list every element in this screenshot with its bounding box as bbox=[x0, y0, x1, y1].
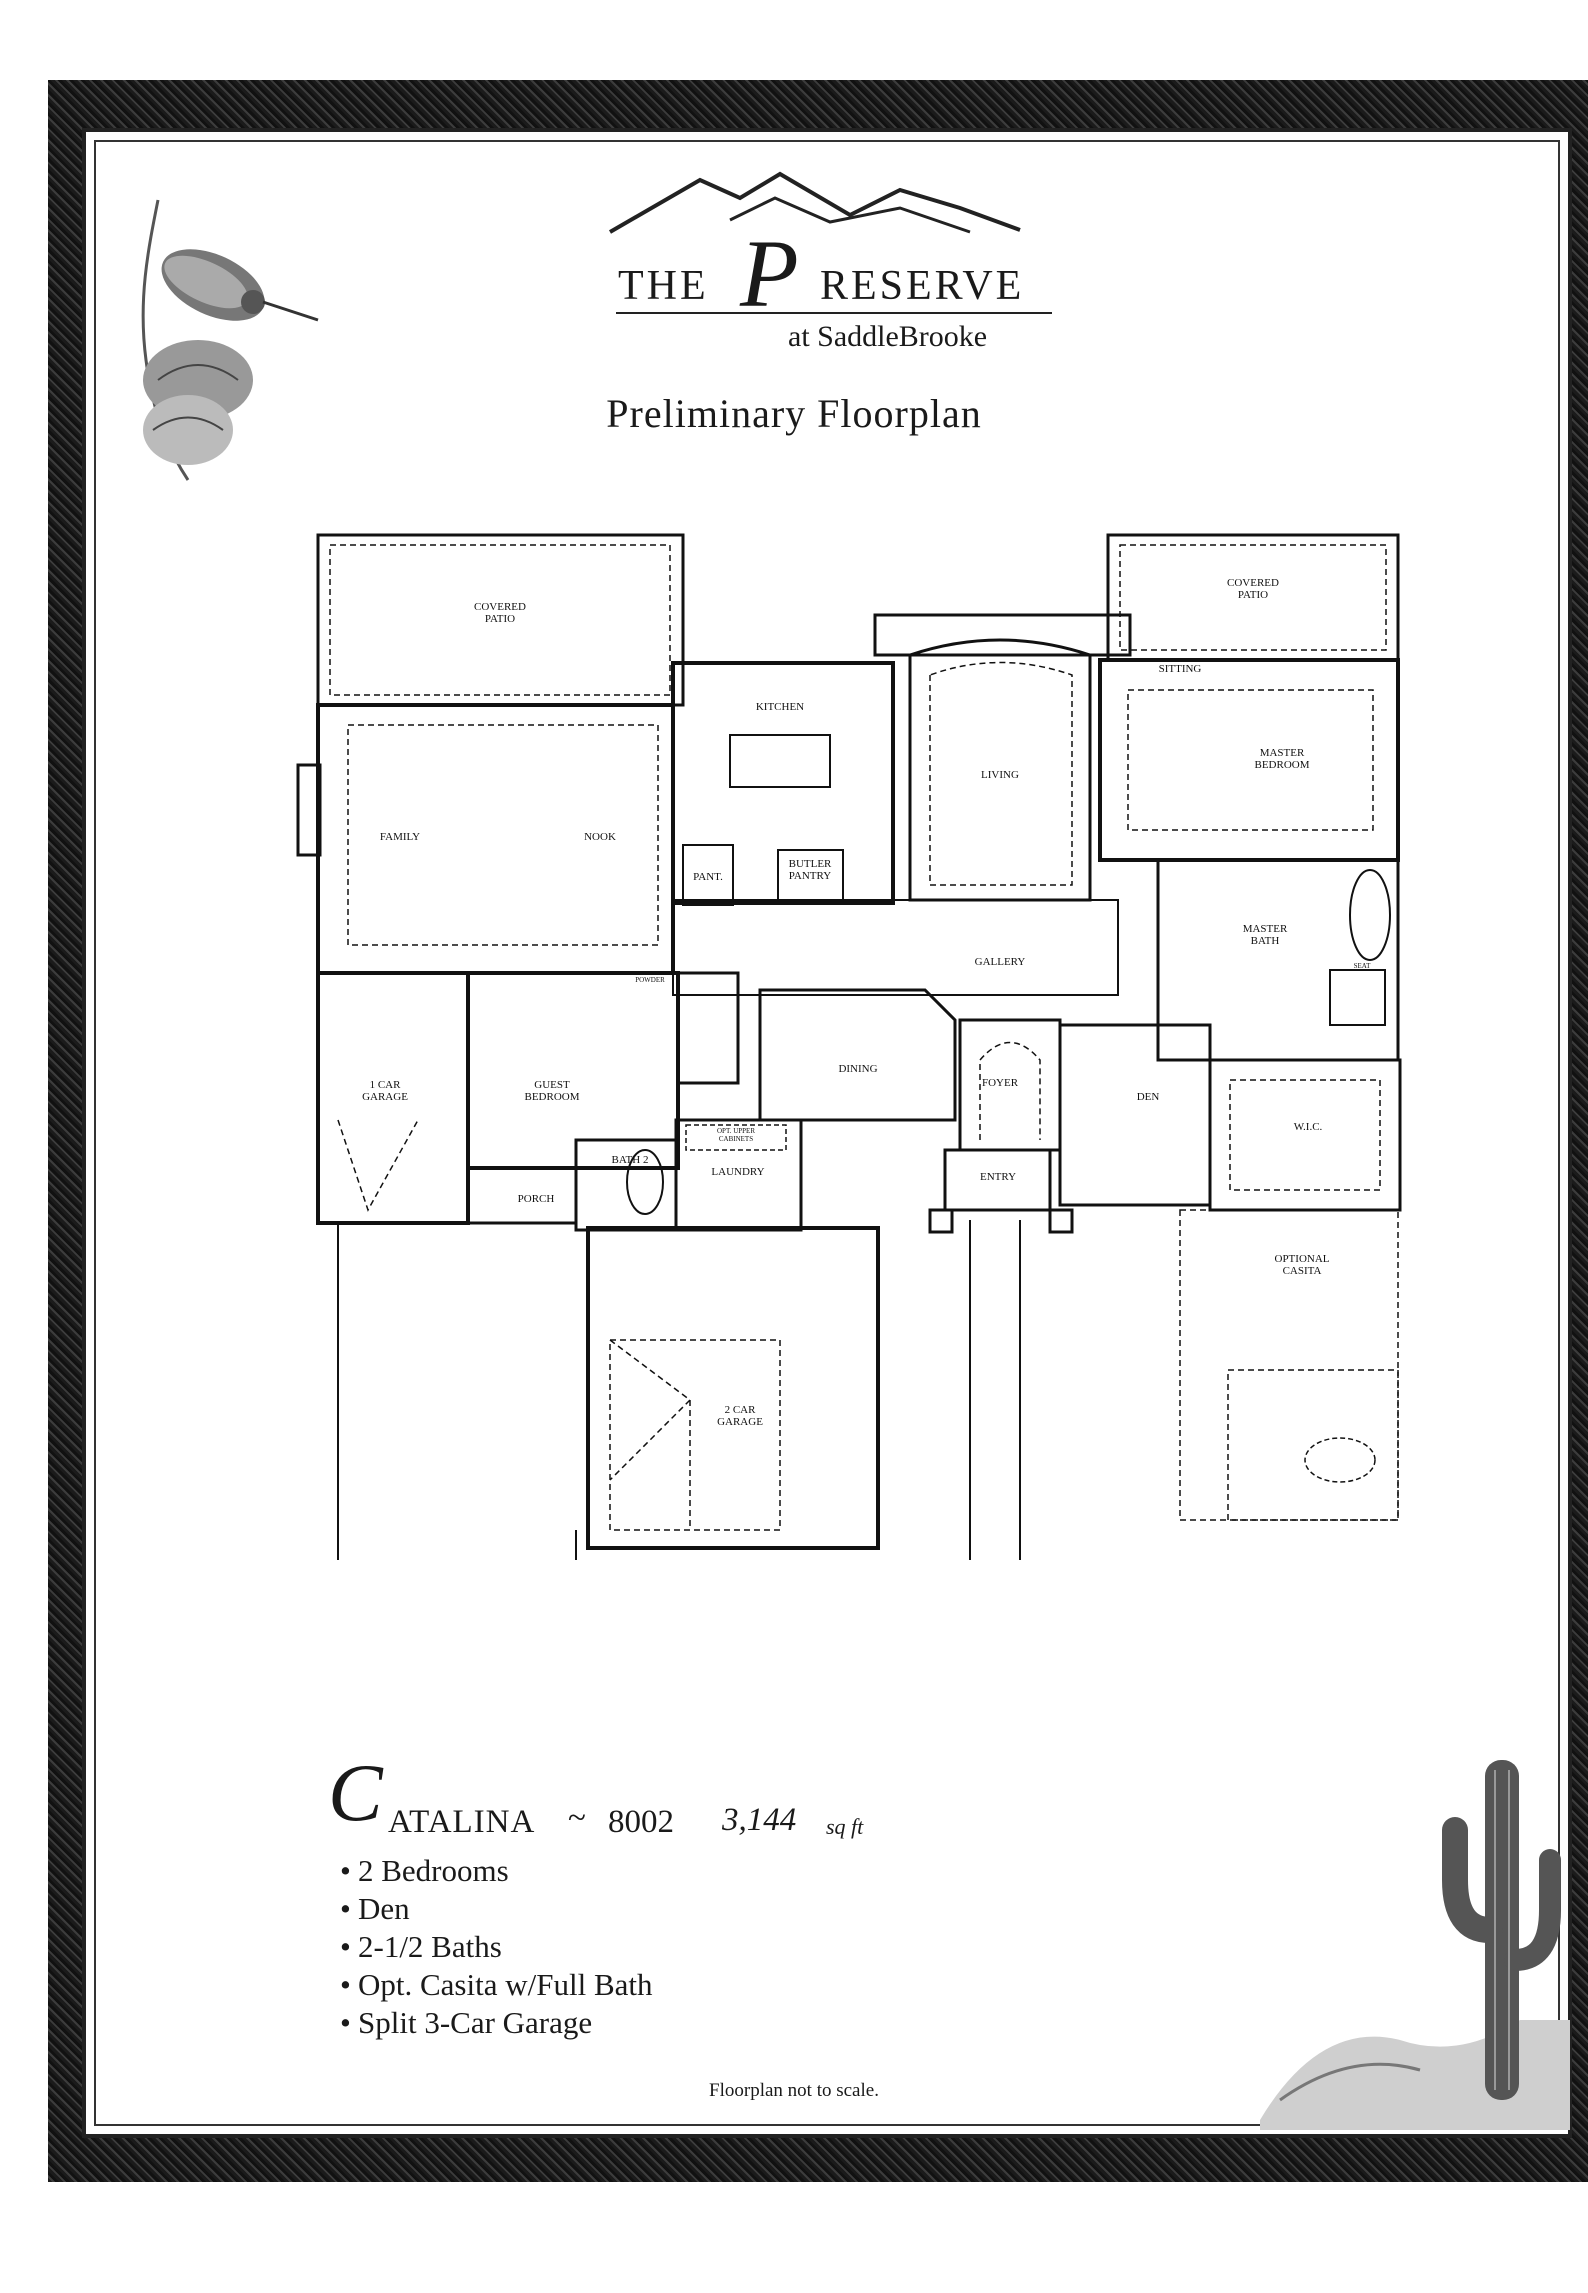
label-living: LIVING bbox=[981, 769, 1019, 781]
label-2-car-garage-1: 2 CAR bbox=[725, 1404, 757, 1416]
label-pant: PANT. bbox=[693, 871, 723, 883]
logo-the: THE bbox=[618, 263, 709, 309]
logo-underline bbox=[616, 312, 1052, 314]
label-master-bedroom-2: BEDROOM bbox=[1254, 759, 1309, 771]
label-foyer: FOYER bbox=[982, 1077, 1019, 1089]
feature-item: •Opt. Casita w/Full Bath bbox=[340, 1967, 653, 2002]
label-porch: PORCH bbox=[518, 1193, 555, 1205]
label-2-car-garage-2: GARAGE bbox=[717, 1416, 763, 1428]
bird-illustration bbox=[141, 199, 319, 481]
label-guest-bedroom-2: BEDROOM bbox=[524, 1091, 579, 1103]
label-optional-casita-1: OPTIONAL bbox=[1275, 1253, 1330, 1265]
inner-frame-line bbox=[94, 140, 1560, 2126]
label-master-bath-1: MASTER bbox=[1243, 923, 1288, 935]
label-covered-patio-right-1: COVERED bbox=[1227, 577, 1279, 589]
model-initial: C bbox=[328, 1747, 383, 1838]
label-guest-bedroom-1: GUEST bbox=[534, 1079, 570, 1091]
mountain-logo-icon bbox=[608, 171, 1021, 234]
page-title: Preliminary Floorplan bbox=[606, 391, 982, 436]
label-opt-upper-cabinets-1: OPT. UPPER bbox=[717, 1127, 755, 1135]
label-covered-patio-left-1: COVERED bbox=[474, 601, 526, 613]
feature-item: •2-1/2 Baths bbox=[340, 1929, 502, 1964]
label-entry: ENTRY bbox=[980, 1171, 1016, 1183]
floorplan-drawing: COVERED PATIO COVERED PATIO KITCHEN LIVI… bbox=[296, 533, 1402, 1560]
page-panel bbox=[82, 128, 1572, 2138]
feature-list: •2 Bedrooms •Den •2-1/2 Baths •Opt. Casi… bbox=[340, 1852, 653, 2042]
model-separator: ~ bbox=[568, 1800, 586, 1836]
label-laundry: LAUNDRY bbox=[711, 1166, 764, 1178]
label-covered-patio-left-2: PATIO bbox=[485, 613, 515, 625]
model-area-unit: sq ft bbox=[826, 1814, 864, 1839]
feature-item: •Den bbox=[340, 1891, 410, 1926]
feature-item: •2 Bedrooms bbox=[340, 1853, 509, 1888]
label-den: DEN bbox=[1137, 1091, 1160, 1103]
label-seat: SEAT bbox=[1354, 962, 1371, 970]
label-bath-2: BATH 2 bbox=[612, 1154, 649, 1166]
label-1-car-garage-1: 1 CAR bbox=[370, 1079, 402, 1091]
label-master-bedroom-1: MASTER bbox=[1260, 747, 1305, 759]
logo-script-p: P bbox=[740, 220, 799, 327]
label-1-car-garage-2: GARAGE bbox=[362, 1091, 408, 1103]
logo-reserve: RESERVE bbox=[820, 263, 1025, 309]
label-wic: W.I.C. bbox=[1294, 1121, 1323, 1133]
label-covered-patio-right-2: PATIO bbox=[1238, 589, 1268, 601]
logo-subtitle: at SaddleBrooke bbox=[788, 320, 988, 353]
model-area: 3,144 bbox=[722, 1802, 797, 1838]
label-butler-pantry-2: PANTRY bbox=[789, 870, 831, 882]
label-dining: DINING bbox=[838, 1063, 877, 1075]
label-powder: POWDER bbox=[635, 976, 665, 984]
footnote: Floorplan not to scale. bbox=[709, 2080, 879, 2101]
label-butler-pantry-1: BUTLER bbox=[789, 858, 832, 870]
label-gallery: GALLERY bbox=[975, 956, 1026, 968]
label-sitting: SITTING bbox=[1159, 663, 1202, 675]
label-nook: NOOK bbox=[584, 831, 616, 843]
model-name: ATALINA bbox=[388, 1804, 536, 1840]
label-family: FAMILY bbox=[380, 831, 420, 843]
model-number: 8002 bbox=[608, 1804, 674, 1840]
label-optional-casita-2: CASITA bbox=[1283, 1265, 1322, 1277]
feature-item: •Split 3-Car Garage bbox=[340, 2005, 593, 2040]
label-opt-upper-cabinets-2: CABINETS bbox=[719, 1135, 753, 1143]
label-master-bath-2: BATH bbox=[1251, 935, 1280, 947]
label-kitchen: KITCHEN bbox=[756, 701, 804, 713]
cactus-illustration bbox=[1260, 1760, 1570, 2130]
